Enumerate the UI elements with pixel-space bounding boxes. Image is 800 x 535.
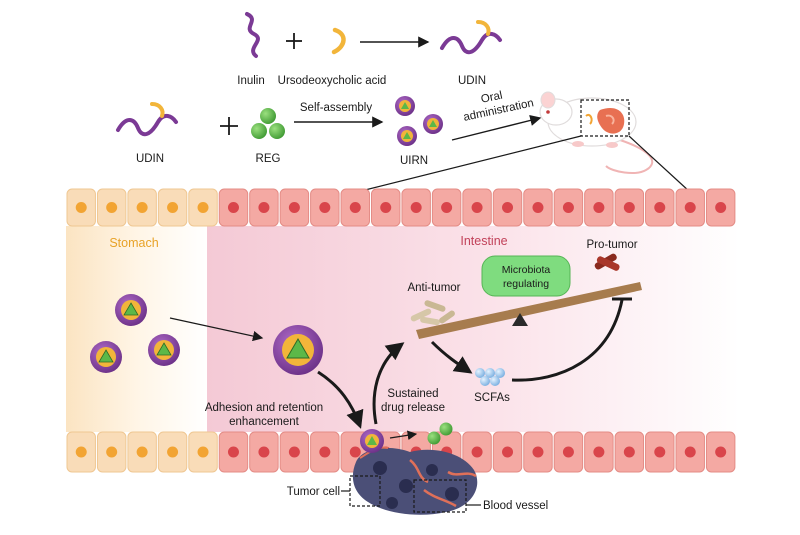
top-epithelium — [66, 188, 736, 227]
oral-arrow — [451, 114, 542, 141]
scfa-icon — [475, 368, 505, 386]
mouse-icon — [539, 91, 654, 174]
intestine-cell-nucleus — [715, 446, 727, 458]
intestine-cell-nucleus — [532, 446, 544, 458]
plus-icon-2 — [220, 117, 238, 135]
uirn-particle-stomach-1 — [115, 294, 147, 326]
intestine-cell-nucleus — [349, 446, 361, 458]
intestine-cell-nucleus — [471, 446, 483, 458]
intestine-cell-nucleus — [441, 202, 453, 213]
scfas-label: SCFAs — [474, 392, 510, 404]
reg-icon — [251, 108, 285, 139]
oral-label: Oral — [480, 90, 504, 106]
intestine-cell-nucleus — [502, 446, 514, 458]
intestine-cell-nucleus — [380, 202, 392, 213]
intestine-cell-nucleus — [623, 202, 635, 213]
intestine-cell-nucleus — [258, 446, 270, 458]
reg-label: REG — [256, 153, 281, 165]
stomach-lumen — [66, 226, 207, 432]
intestine-cell-nucleus — [654, 446, 666, 458]
intestine-cell-nucleus — [319, 446, 331, 458]
zoom-line-left — [364, 135, 582, 191]
plus-icon — [286, 33, 302, 49]
intestine-cell-nucleus — [319, 202, 331, 213]
stomach-cell-nucleus — [136, 202, 148, 213]
udin-icon-top — [440, 20, 502, 55]
stomach-cell-nucleus — [106, 446, 118, 458]
stomach-cell-nucleus — [197, 446, 209, 458]
intestine-cell-nucleus — [410, 202, 422, 213]
intestine-cell-nucleus — [258, 202, 270, 213]
released-reg-icon — [427, 422, 453, 445]
udin-label: UDIN — [136, 153, 164, 165]
microbiota-label-2: regulating — [503, 278, 549, 290]
intestine-cell-nucleus — [623, 446, 635, 458]
blood-vessel-label: Blood vessel — [483, 500, 548, 512]
intestine-cell-nucleus — [593, 446, 605, 458]
sustained-label-2: drug release — [381, 402, 445, 414]
uirn-label: UIRN — [400, 155, 428, 167]
inulin-icon — [245, 12, 260, 58]
intestine-cell-nucleus — [227, 202, 239, 213]
self-assembly-label: Self-assembly — [300, 102, 372, 114]
adhesion-label-2: enhancement — [229, 416, 299, 428]
uirn-particle-attached — [360, 429, 384, 453]
sustained-label-1: Sustained — [387, 388, 438, 400]
intestine-cell-nucleus — [684, 446, 696, 458]
intestine-cell-nucleus — [349, 202, 361, 213]
uirn-particle-stomach-2 — [90, 341, 122, 373]
transit-arrow — [169, 317, 264, 342]
blood-vessel-box — [413, 479, 467, 513]
microbiota-regulating-box: Microbiota regulating — [481, 255, 571, 297]
intestine-cell-nucleus — [502, 202, 514, 213]
release-arrow — [389, 430, 418, 441]
intestine-cell-nucleus — [593, 202, 605, 213]
uirn-icon — [395, 96, 443, 146]
ursodeoxycholic-acid-icon — [331, 27, 346, 55]
stomach-label: Stomach — [109, 236, 158, 250]
intestine-cell-nucleus — [288, 446, 300, 458]
pro-tumor-bacteria-icon — [594, 253, 620, 271]
anti-tumor-label: Anti-tumor — [407, 282, 460, 294]
intestine-cell-nucleus — [227, 446, 239, 458]
adhesion-arrow — [317, 370, 364, 429]
stomach-cell-nucleus — [167, 202, 179, 213]
intestine-label: Intestine — [460, 234, 507, 248]
intestine-cell-nucleus — [532, 202, 544, 213]
oral-administration-label: Oral administration — [462, 90, 535, 124]
intestine-cell-nucleus — [471, 202, 483, 213]
stomach-cell-nucleus — [167, 446, 179, 458]
udin-label-top: UDIN — [458, 75, 486, 87]
zoom-line-right — [628, 135, 691, 193]
anti-tumor-bacteria-icon — [410, 300, 455, 326]
intestine-cell-nucleus — [654, 202, 666, 213]
anti-tumor-arrow — [372, 342, 405, 425]
intestine-cell-nucleus — [562, 202, 574, 213]
stomach-cell-nucleus — [75, 446, 87, 458]
intestine-cell-nucleus — [715, 202, 727, 213]
intestine-cell-nucleus — [684, 202, 696, 213]
scfa-production-arrow — [430, 340, 473, 374]
intestine-cell-nucleus — [288, 202, 300, 213]
tumor-cell-label: Tumor cell — [287, 486, 340, 498]
udin-icon — [116, 102, 178, 137]
microbiota-label-1: Microbiota — [502, 264, 551, 276]
adhesion-label-1: Adhesion and retention — [205, 402, 323, 414]
stomach-cell-nucleus — [197, 202, 209, 213]
tumor-mass — [352, 446, 478, 515]
intestine-cell-nucleus — [562, 446, 574, 458]
uirn-particle-intestine — [273, 325, 323, 375]
stomach-cell-nucleus — [136, 446, 148, 458]
ursodeoxycholic-acid-label: Ursodeoxycholic acid — [278, 75, 387, 87]
stomach-cell-nucleus — [106, 202, 118, 213]
seesaw — [416, 282, 642, 339]
uirn-particle-stomach-3 — [148, 334, 180, 366]
inulin-label: Inulin — [237, 75, 265, 87]
scfa-inhibition-arrow — [511, 299, 624, 382]
stomach-cell-nucleus — [75, 202, 87, 213]
pro-tumor-label: Pro-tumor — [586, 239, 637, 251]
